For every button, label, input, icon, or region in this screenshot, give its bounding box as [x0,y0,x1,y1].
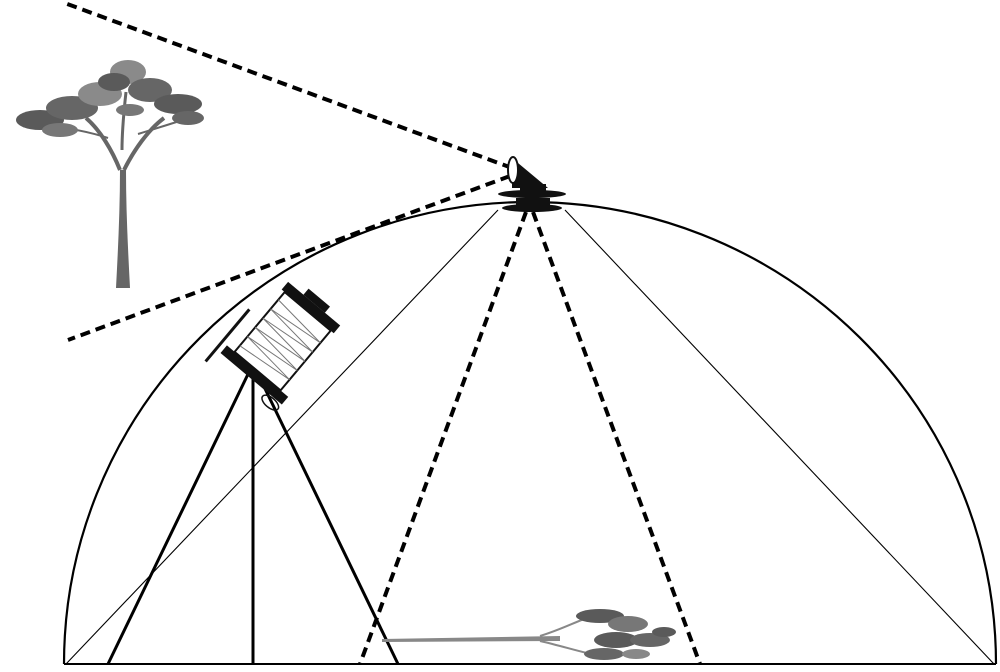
thin-line-right [564,209,995,665]
dashed-view-line-lower [67,174,511,342]
camera-at-apex [498,156,566,212]
view-camera-on-tripod [204,281,341,411]
thin-line-left [65,209,499,665]
dome-arc [62,200,998,665]
dashed-view-line-down-right [531,211,702,665]
tree-upright [16,60,204,288]
dashed-view-line-down-left [358,211,528,665]
dashed-view-line-upper [61,0,513,170]
tripod [106,360,400,665]
tree-lying-flat [382,609,676,660]
